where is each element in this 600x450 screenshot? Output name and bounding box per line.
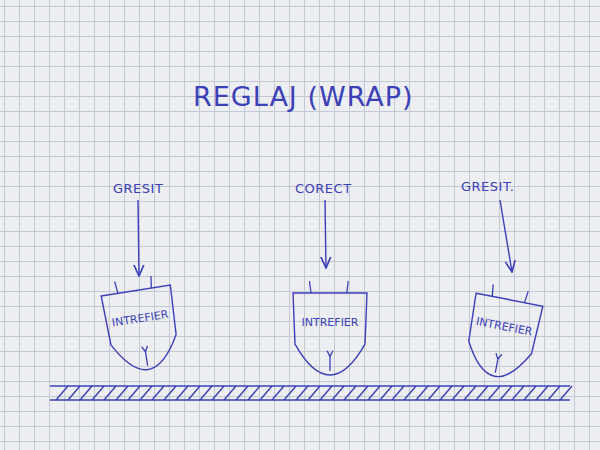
callout-label: CORECT	[295, 181, 352, 196]
leader-arrow	[138, 200, 139, 276]
leader-arrow	[500, 200, 512, 272]
leader-arrow	[325, 200, 326, 268]
nozzle-outline	[100, 284, 184, 376]
node-text: INTREFIER	[469, 314, 540, 340]
nozzle-shape: INTREFIER	[292, 292, 368, 376]
diagram-title: REGLAJ (WRAP)	[193, 81, 414, 112]
callout-label: GRESIT	[113, 181, 163, 196]
ground-hatch	[56, 386, 572, 400]
node-text: INTREFIER	[104, 307, 177, 331]
node-text: INTREFIER	[292, 316, 368, 329]
nozzle-outline	[292, 292, 368, 376]
nozzle-shape: INTREFIER	[100, 284, 184, 376]
callout-label: GRESIT.	[461, 179, 514, 194]
nozzle-shape: INTREFIER	[460, 292, 544, 384]
